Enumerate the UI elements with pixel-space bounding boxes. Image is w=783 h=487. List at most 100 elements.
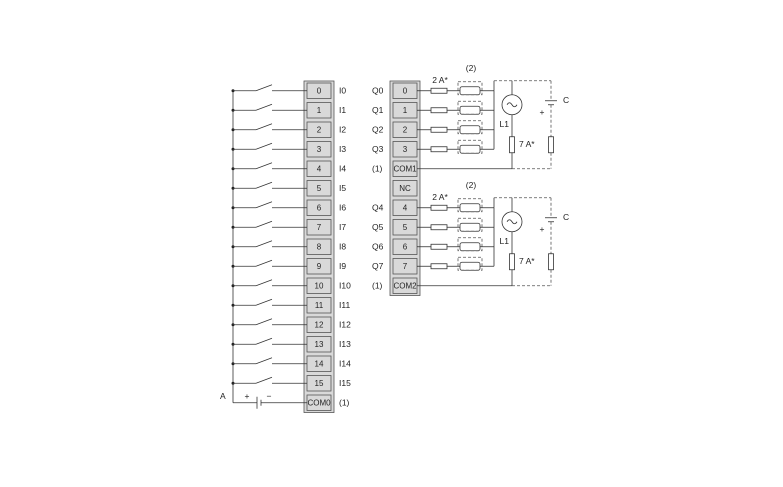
input-switch [255, 123, 273, 131]
output-fuse-label: 2 A* [432, 75, 448, 85]
input-terminal: 10 [306, 277, 332, 294]
output-block: 0Q01Q12Q23Q3COM1(1)NC4Q45Q56Q67Q7COM2(1)… [372, 63, 569, 296]
input-terminal-number: 12 [315, 320, 324, 329]
output-terminal: COM2 [392, 277, 418, 294]
input-terminal-number: 6 [317, 203, 322, 212]
load-icon [459, 86, 481, 96]
input-switch [255, 142, 273, 150]
supply-plus-sign: + [245, 391, 250, 401]
input-switch [255, 162, 273, 170]
output-group: 2 A*(2)L17 A*+C [417, 180, 569, 287]
output-label: Q1 [372, 105, 384, 115]
input-label: I9 [339, 261, 346, 271]
input-terminal: 4 [306, 160, 332, 177]
input-terminal-number: 7 [317, 223, 322, 232]
nc-label: NC [399, 184, 411, 193]
sine-wave-icon [506, 102, 518, 108]
dc-fuse-icon [548, 136, 554, 154]
supply-label-a: A [220, 391, 226, 401]
dc-source-label: C [563, 212, 569, 222]
load-option-box [457, 256, 483, 271]
fuse-icon [430, 204, 448, 211]
input-terminal: 3 [306, 141, 332, 158]
dc-plus-sign: + [540, 224, 545, 234]
ac-source-label: L1 [500, 119, 510, 129]
input-terminal-number: 11 [315, 301, 324, 310]
output-terminal-number: 1 [403, 106, 408, 115]
input-terminal: 9 [306, 258, 332, 275]
input-terminal: 8 [306, 238, 332, 255]
fuse-icon [430, 87, 448, 94]
dc-plus-sign: + [540, 107, 545, 117]
output-common-label: COM1 [393, 164, 417, 173]
input-terminal-number: 9 [317, 262, 322, 271]
fuse-icon [430, 146, 448, 153]
common-fuse-icon [509, 136, 515, 154]
input-switch [255, 357, 273, 365]
ac-source-label: L1 [500, 236, 510, 246]
output-label: Q3 [372, 144, 384, 154]
output-label: Q5 [372, 222, 384, 232]
output-terminal-number: 6 [403, 242, 408, 251]
common-fuse-label: 7 A* [519, 256, 535, 266]
input-label: I2 [339, 125, 346, 135]
input-terminal: 0 [306, 82, 332, 99]
input-terminal: 5 [306, 180, 332, 197]
output-terminal-number: 3 [403, 145, 408, 154]
output-terminal: 0 [392, 82, 418, 99]
output-terminal-number: 7 [403, 262, 408, 271]
com0-note: (1) [339, 398, 350, 408]
input-terminal: 12 [306, 316, 332, 333]
input-label: I3 [339, 144, 346, 154]
load-option-box [457, 100, 483, 115]
load-option-box [457, 198, 483, 213]
input-switch [255, 337, 273, 345]
load-option-box [457, 120, 483, 135]
input-terminal-number: 1 [317, 106, 322, 115]
output-label: Q6 [372, 242, 384, 252]
load-icon [459, 144, 481, 154]
input-switch [255, 201, 273, 209]
fuse-icon [430, 263, 448, 270]
input-switch [255, 376, 273, 384]
fuse-icon [430, 224, 448, 231]
input-label: I13 [339, 339, 351, 349]
common-fuse-icon [509, 253, 515, 271]
output-terminal: 4 [392, 199, 418, 216]
input-label: I8 [339, 242, 346, 252]
fuse-icon [430, 107, 448, 114]
load-icon [459, 222, 481, 232]
output-terminal: 3 [392, 141, 418, 158]
input-label: I6 [339, 203, 346, 213]
sine-wave-icon [506, 219, 518, 225]
input-terminal: 2 [306, 121, 332, 138]
input-switch [255, 259, 273, 267]
input-terminal: 15 [306, 375, 332, 392]
load-icon [459, 203, 481, 213]
output-group: 2 A*(2)L17 A*+C [417, 63, 569, 170]
output-terminal: 6 [392, 238, 418, 255]
output-terminal: NC [392, 180, 418, 197]
fuse-icon [430, 243, 448, 250]
output-label: Q4 [372, 203, 384, 213]
input-label: I14 [339, 359, 351, 369]
load-option-box [457, 237, 483, 252]
input-terminal-number: 14 [315, 359, 324, 368]
input-label: I7 [339, 222, 346, 232]
input-terminal: 7 [306, 219, 332, 236]
load-note: (2) [466, 180, 477, 190]
input-label: I0 [339, 86, 346, 96]
input-label: I1 [339, 105, 346, 115]
input-terminal-number: 2 [317, 125, 322, 134]
supply-minus-sign: − [267, 391, 272, 401]
output-common-note: (1) [372, 164, 383, 174]
input-terminal-number: 0 [317, 86, 322, 95]
output-terminal: 1 [392, 102, 418, 119]
input-switch [255, 279, 273, 287]
output-terminal-number: 0 [403, 86, 408, 95]
output-terminal-number: 4 [403, 203, 408, 212]
input-terminal-number: 10 [315, 281, 324, 290]
input-common-terminal: COM0 [306, 394, 332, 411]
